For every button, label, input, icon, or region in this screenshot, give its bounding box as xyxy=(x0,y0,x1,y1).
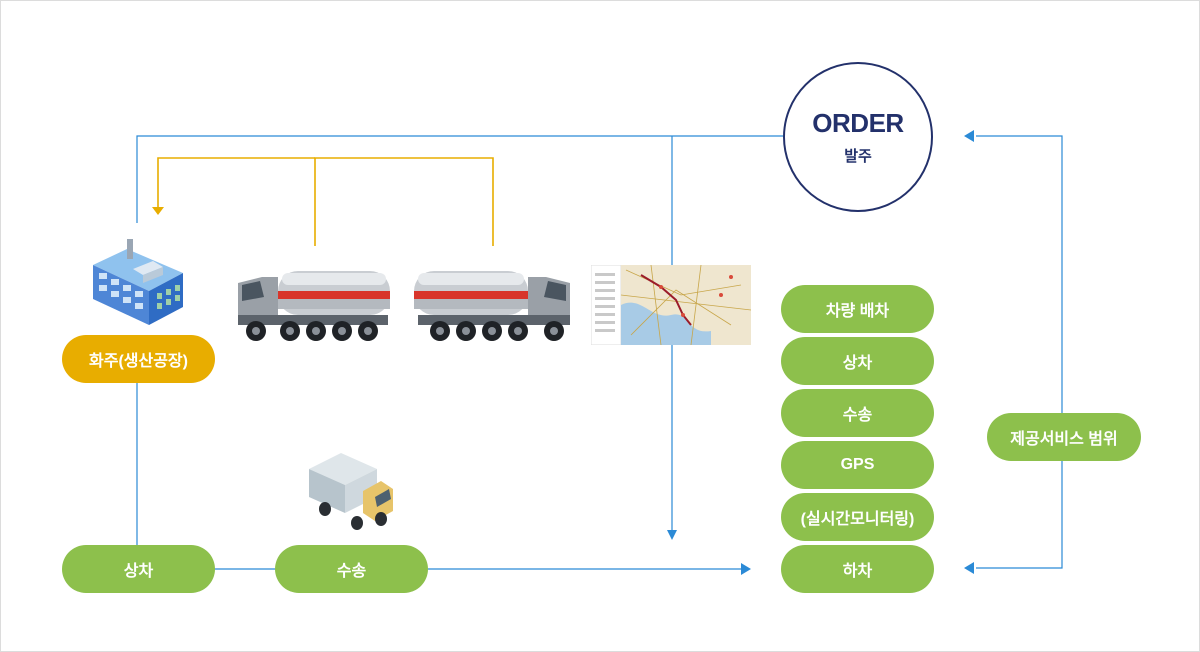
service-unloading-pill: 하차 xyxy=(781,545,934,593)
service-transport-pill: 수송 xyxy=(781,389,934,437)
shipper-label: 화주(생산공장) xyxy=(89,353,188,370)
service-label: GPS xyxy=(840,456,875,473)
arrow-left-unload xyxy=(964,562,974,574)
tankers-to-shipper-line xyxy=(157,157,315,207)
arrow-down-shipper xyxy=(152,207,164,215)
service-monitoring-pill: (실시간모니터링) xyxy=(781,493,934,541)
arrow-left-order xyxy=(964,130,974,142)
cargo-truck-icon xyxy=(309,453,393,530)
tanker-truck-icon xyxy=(414,271,570,341)
service-label: 수송 xyxy=(842,407,873,424)
order-title: ORDER xyxy=(812,108,904,138)
gps-map-icon xyxy=(591,265,751,345)
factory-icon xyxy=(93,239,183,325)
loading-label: 상차 xyxy=(123,563,154,580)
service-label: 상차 xyxy=(842,355,873,372)
service-gps-pill: GPS xyxy=(781,441,934,489)
loading-pill: 상차 xyxy=(62,545,215,593)
tankers-bracket-line xyxy=(314,157,494,246)
order-to-shipper-line xyxy=(136,135,783,223)
service-scope-pill: 제공서비스 범위 xyxy=(987,413,1141,461)
arrow-right-unload xyxy=(741,563,751,575)
service-loading-pill: 상차 xyxy=(781,337,934,385)
service-dispatch-pill: 차량 배차 xyxy=(781,285,934,333)
transport-pill: 수송 xyxy=(275,545,428,593)
service-label: (실시간모니터링) xyxy=(800,511,915,528)
service-label: 하차 xyxy=(842,563,873,580)
order-subtitle: 발주 xyxy=(844,148,872,165)
service-label: 차량 배차 xyxy=(825,303,890,320)
shipper-pill: 화주(생산공장) xyxy=(62,335,215,383)
order-node: ORDER 발주 xyxy=(783,62,933,212)
transport-label: 수송 xyxy=(336,563,367,580)
tanker-truck-icon xyxy=(238,271,390,341)
scope-bracket-line xyxy=(976,135,1063,569)
scope-label: 제공서비스 범위 xyxy=(1010,431,1118,448)
arrow-down-unload xyxy=(667,530,677,540)
